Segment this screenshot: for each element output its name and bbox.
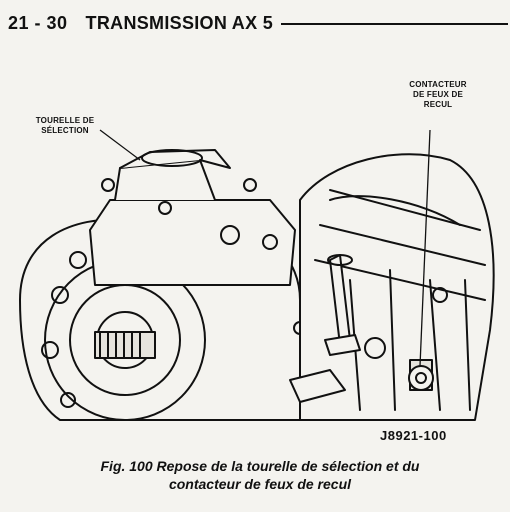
callout-backup-switch-line2: DE FEUX DE <box>412 90 463 99</box>
figure-reference: J8921-100 <box>380 428 447 443</box>
caption-line-1: Fig. 100 Repose de la tourelle de sélect… <box>100 458 420 474</box>
callout-shift-turret-line2: SÉLECTION <box>41 126 89 135</box>
caption-line-2: contacteur de feux de recul <box>168 476 352 492</box>
callout-backup-switch-line3: RECUL <box>423 100 453 109</box>
section-title: TRANSMISSION AX 5 <box>85 12 274 33</box>
callout-shift-turret: TOURELLE DE SÉLECTION <box>30 116 100 136</box>
page-number: 21 - 30 <box>8 12 68 33</box>
header-rule <box>281 23 508 25</box>
callout-shift-turret-line1: TOURELLE DE <box>35 116 95 125</box>
transmission-drawing <box>19 129 495 421</box>
callout-backup-switch: CONTACTEUR DE FEUX DE RECUL <box>398 80 478 110</box>
page-header: 21 - 30 TRANSMISSION AX 5 <box>8 8 508 38</box>
transmission-illustration: TOURELLE DE SÉLECTION CONTACTEUR DE FEUX… <box>0 50 510 455</box>
figure-caption: Fig. 100 Repose de la tourelle de sélect… <box>20 457 500 493</box>
callout-backup-switch-line1: CONTACTEUR <box>409 80 467 89</box>
